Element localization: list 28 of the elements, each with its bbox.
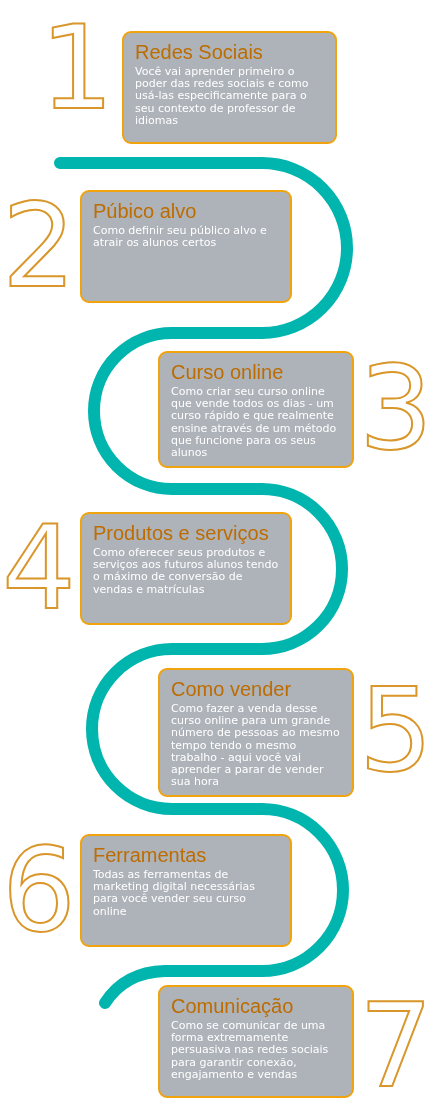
step-title: Ferramentas [93,844,208,867]
step-title: Produtos e serviços [93,522,270,545]
step-card [80,834,292,947]
step-title: Como vender [171,678,293,701]
step-description: Como definir seu público alvo e atrair os alunos certos [93,225,268,250]
step-card [158,668,354,798]
step-title: Curso online [171,361,285,384]
step-number: 4 [2,522,76,615]
step-description: Todas as ferramentas de marketing digital necessárias para você vender seu curso online [93,869,257,918]
step-card [122,31,337,144]
step-number: 3 [359,362,433,455]
step-number: 6 [2,844,76,937]
step-description: Como criar seu curso online que vende todos os dias - um curso rápido e que realmente ensine através de um método que funcione para os seus alunos [171,386,338,460]
step-description: Você vai aprender primeiro o poder das redes sociais e como usá-las especificamente para o seu contexto de professor de idiomas [135,66,310,127]
step-number: 1 [40,22,114,115]
step-card [158,351,354,469]
step-description: Como oferecer seus produtos e serviços aos futuros alunos tendo o máximo de conversão de vendas e matrículas [93,547,280,596]
step-title: Redes Sociais [135,41,264,64]
step-card [80,190,292,303]
step-number: 2 [2,200,76,293]
step-card [158,985,354,1098]
step-title: Comunicação [171,995,295,1018]
step-number: 5 [359,684,433,777]
step-title: Púbico alvo [93,200,198,223]
step-description: Como se comunicar de uma forma extremamente persuasiva nas redes sociais para garantir conexão, engajamento e vendas [171,1020,330,1081]
step-card [80,512,292,625]
step-number: 7 [359,1000,433,1093]
step-description: Como fazer a venda desse curso online para um grande número de pessoas ao mesmo tempo tendo o mesmo trabalho - aqui você vai aprender a parar de vender sua hora [171,703,341,789]
